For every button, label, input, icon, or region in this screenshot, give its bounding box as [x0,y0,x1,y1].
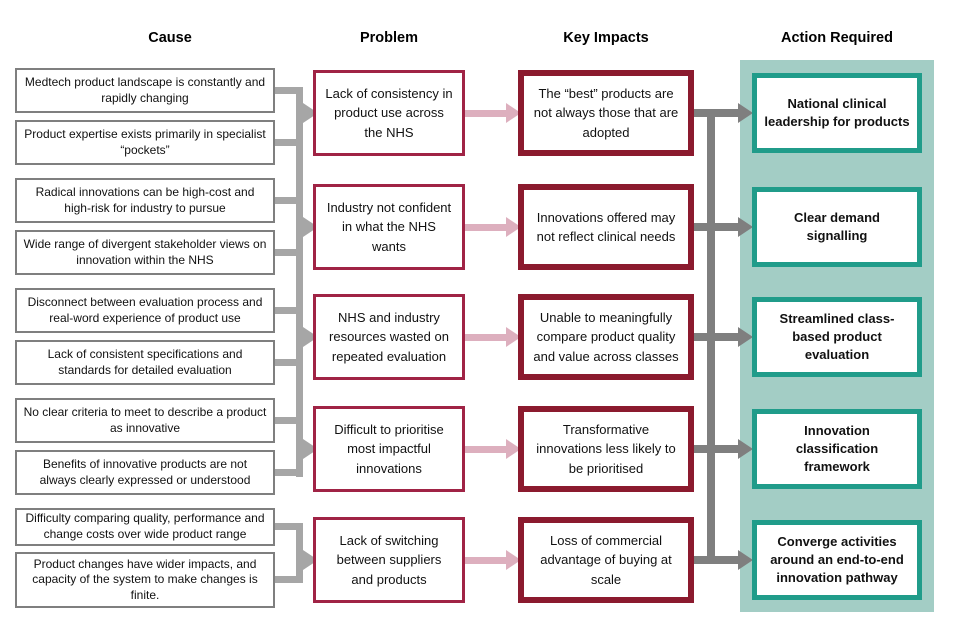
cause-stub-7 [275,417,303,424]
action-box-5: Converge activities around an end-to-end… [752,520,922,600]
action-arrow-line-5 [694,556,738,564]
problem-box-2: Industry not confident in what the NHS w… [313,184,465,270]
action-arrowhead-icon-1 [738,103,753,123]
action-box-3: Streamlined class-based product evaluati… [752,297,922,377]
cause-box-3: Radical innovations can be high-cost and… [15,178,275,223]
action-box-2: Clear demand signalling [752,187,922,267]
cause-box-10: Product changes have wider impacts, and … [15,552,275,608]
problem-box-5: Lack of switching between suppliers and … [313,517,465,603]
cause-box-9: Difficulty comparing quality, performanc… [15,508,275,546]
cause-stub-2 [275,139,303,146]
action-arrow-line-2 [694,223,738,231]
cause-stub-1 [275,87,303,94]
cause-stub-6 [275,359,303,366]
impact-arrow-line-5 [465,557,507,564]
action-arrow-line-1 [694,109,738,117]
cause-trunk-line-bottom [296,523,303,583]
cause-stub-10 [275,576,303,583]
action-arrowhead-icon-3 [738,327,753,347]
action-arrow-line-4 [694,445,738,453]
cause-stub-3 [275,197,303,204]
cause-stub-8 [275,469,303,476]
problem-box-3: NHS and industry resources wasted on rep… [313,294,465,380]
problem-box-4: Difficult to prioritise most impactful i… [313,406,465,492]
impact-arrowhead-icon-1 [506,103,521,123]
action-box-1: National clinical leadership for product… [752,73,922,153]
impact-box-5: Loss of commercial advantage of buying a… [518,517,694,603]
action-box-4: Innovation classification framework [752,409,922,489]
action-arrowhead-icon-2 [738,217,753,237]
action-arrowhead-icon-4 [738,439,753,459]
cause-box-8: Benefits of innovative products are not … [15,450,275,495]
impact-arrowhead-icon-3 [506,327,521,347]
cause-box-2: Product expertise exists primarily in sp… [15,120,275,165]
problem-box-1: Lack of consistency in product use acros… [313,70,465,156]
cause-trunk-line [296,87,303,477]
action-arrow-line-3 [694,333,738,341]
column-header-cause: Cause [148,30,192,46]
impact-box-4: Transformative innovations less likely t… [518,406,694,492]
impact-arrow-line-2 [465,224,507,231]
impact-arrow-line-4 [465,446,507,453]
cause-box-4: Wide range of divergent stakeholder view… [15,230,275,275]
cause-box-6: Lack of consistent specifications and st… [15,340,275,385]
cause-box-1: Medtech product landscape is constantly … [15,68,275,113]
impact-box-3: Unable to meaningfully compare product q… [518,294,694,380]
impact-arrow-line-3 [465,334,507,341]
cause-box-5: Disconnect between evaluation process an… [15,288,275,333]
cause-stub-5 [275,307,303,314]
action-arrowhead-icon-5 [738,550,753,570]
impact-box-2: Innovations offered may not reflect clin… [518,184,694,270]
impact-arrowhead-icon-5 [506,550,521,570]
column-header-action-required: Action Required [781,30,893,46]
cause-stub-9 [275,523,303,530]
impact-box-1: The “best” products are not always those… [518,70,694,156]
impact-arrowhead-icon-4 [506,439,521,459]
impact-arrow-line-1 [465,110,507,117]
impact-arrowhead-icon-2 [506,217,521,237]
column-header-problem: Problem [359,30,418,46]
cause-box-7: No clear criteria to meet to describe a … [15,398,275,443]
cause-stub-4 [275,249,303,256]
column-header-key-impacts: Key Impacts [563,30,649,46]
